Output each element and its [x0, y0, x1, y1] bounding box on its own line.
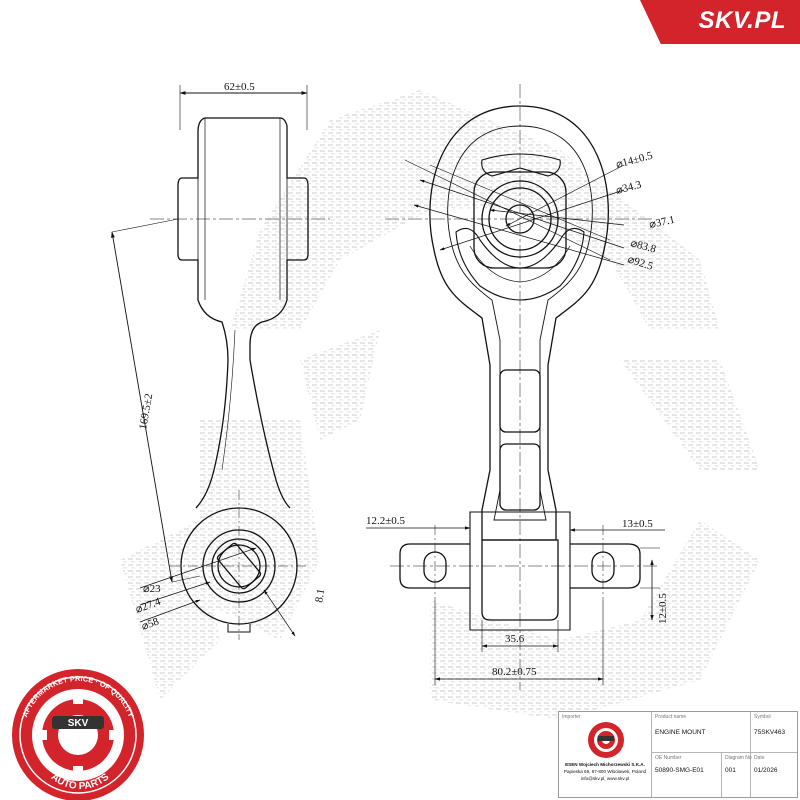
watermark-gear — [120, 90, 760, 720]
importer-label: Importer — [562, 714, 581, 720]
importer-logo-icon — [588, 722, 624, 758]
divider — [651, 752, 797, 753]
dim-d58: ⌀58 — [140, 615, 161, 632]
date-label: Date — [754, 755, 765, 761]
dim-d37: ⌀37.1 — [648, 214, 676, 231]
title-block: Importer ESEN Wojciech Michorzewski S.K.… — [558, 711, 798, 798]
oe-cell: OE Number 50890-SMG-E01 — [652, 753, 721, 797]
divider — [750, 712, 751, 797]
dim-d14: ⌀14±0.5 — [615, 149, 655, 170]
company-line1: ESEN Wojciech Michorzewski S.K.A. — [565, 762, 645, 767]
symbol-value: 75SKV463 — [754, 729, 786, 736]
side-view — [111, 85, 330, 640]
divider — [651, 712, 652, 797]
product-label: Product name — [655, 714, 687, 720]
product-cell: Product name ENGINE MOUNT — [652, 712, 750, 752]
oe-label: OE Number — [655, 755, 682, 761]
brand-banner — [640, 0, 800, 44]
dim-d23: ⌀23 — [143, 583, 161, 595]
date-value: 01/2026 — [754, 767, 778, 774]
diagram-cell: Diagram No 001 — [722, 753, 752, 797]
divider — [721, 752, 722, 797]
dim-length: 169.5±2 — [137, 393, 155, 431]
dim-bushing: 35.6 — [505, 633, 525, 645]
dim-height: 12±0.5 — [657, 593, 669, 624]
symbol-cell: Symbol 75SKV463 — [751, 712, 797, 752]
diagram-label: Diagram No — [725, 755, 752, 761]
gear-teeth — [37, 694, 119, 776]
dim-t81: 8.1 — [313, 588, 327, 604]
dim-d34: ⌀34.3 — [615, 178, 644, 196]
front-view — [366, 84, 665, 690]
seal-badge: SKV — [68, 718, 89, 729]
symbol-label: Symbol — [754, 714, 771, 720]
dim-left-offset: 12.2±0.5 — [366, 515, 406, 527]
date-cell: Date 01/2026 — [751, 753, 797, 797]
oe-value: 50890-SMG-E01 — [655, 767, 704, 774]
skv-seal: SKV AFTERMARKET PRICE · OF QUALITY AUTO … — [12, 669, 144, 800]
dim-line-length — [111, 231, 173, 583]
dim-overall: 80.2±0.75 — [492, 666, 537, 678]
dim-right-offset: 13±0.5 — [622, 518, 653, 530]
company-line3: info@skv.pl, www.skv.pl — [580, 776, 630, 781]
importer-cell: Importer ESEN Wojciech Michorzewski S.K.… — [559, 712, 651, 797]
company-line2: Papieska 69, 87-800 Włocławek, Poland — [563, 769, 647, 774]
seal-badge-bg — [52, 716, 104, 729]
product-value: ENGINE MOUNT — [655, 729, 706, 736]
brand-name: SKV.PL — [698, 7, 786, 34]
diagram-value: 001 — [725, 767, 736, 774]
dim-width-top: 62±0.5 — [224, 81, 255, 93]
